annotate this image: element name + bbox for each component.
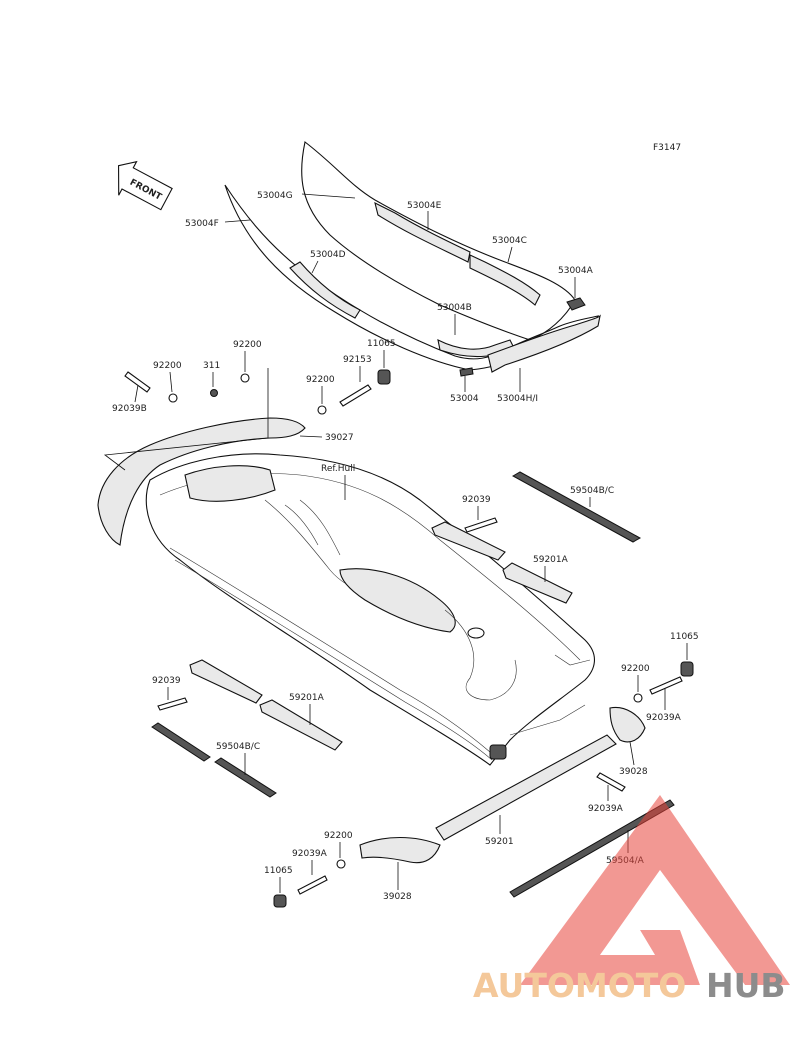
skid-59201A-a2 [502, 562, 573, 604]
seat-mat-53004E [374, 201, 471, 263]
nut-311 [210, 389, 218, 397]
washer-92200-b [317, 405, 327, 415]
hull [145, 453, 595, 766]
seat-mat-group [224, 141, 601, 377]
label-53004B: 53004B [437, 303, 472, 313]
label-92200-a: 92200 [233, 340, 262, 350]
strip-59504A [509, 799, 675, 898]
label-59504BC-a: 59504B/C [570, 486, 614, 496]
stud-92039A-c [297, 875, 328, 895]
label-92039B: 92039B [112, 404, 147, 414]
strip-59504BC-b2 [214, 757, 277, 798]
cap-11065-a [377, 369, 391, 385]
washer-92200-e [336, 859, 346, 869]
stud-92039-a [464, 517, 498, 533]
label-92153: 92153 [343, 355, 372, 365]
stud-92039A-b [596, 772, 626, 792]
label-ref-hull: Ref.Hull [321, 464, 355, 474]
watermark-text-2: HUB [706, 966, 786, 1005]
label-53004E: 53004E [407, 201, 442, 211]
label-59201A-a: 59201A [533, 555, 569, 565]
label-59504BC-b: 59504B/C [216, 742, 260, 752]
label-39028-b: 39028 [383, 892, 412, 902]
label-92039A-b: 92039A [588, 804, 624, 814]
front-arrow-icon: FRONT [118, 160, 173, 211]
cap-11065-c [273, 894, 287, 908]
stud-92039-b [157, 697, 188, 711]
label-92200-c: 92200 [153, 361, 182, 371]
label-53004C: 53004C [492, 236, 527, 246]
label-39027: 39027 [325, 433, 354, 443]
skid-59201A-b1 [189, 659, 263, 704]
label-53004A: 53004A [558, 266, 594, 276]
seat-mat-53004A [566, 297, 586, 311]
stud-92039A-a [649, 676, 683, 695]
label-53004D: 53004D [310, 250, 346, 260]
seat-mat-53004C [469, 254, 541, 306]
label-92039A-a: 92039A [646, 713, 682, 723]
bolt-92153 [339, 384, 372, 407]
watermark-text-1: AUTOMOTO [473, 966, 686, 1005]
seat-mat-53004D [289, 261, 361, 319]
skid-59201A-a1 [431, 521, 506, 561]
stud-92039B [124, 371, 151, 393]
label-11065-a: 11065 [367, 339, 396, 349]
washer-92200-d [633, 693, 643, 703]
label-311: 311 [203, 361, 220, 371]
label-11065-b: 11065 [670, 632, 699, 642]
label-92039A-c: 92039A [292, 849, 328, 859]
strip-59504BC-b1 [151, 722, 211, 762]
label-11065-c: 11065 [264, 866, 293, 876]
seat-mat-53004F [224, 184, 600, 371]
washer-92200-a [240, 373, 250, 383]
label-53004F: 53004F [185, 219, 219, 229]
skid-59201A-b2 [259, 699, 343, 751]
seat-mat-53004HI [487, 314, 601, 373]
skid-59201 [435, 734, 617, 841]
label-53004G: 53004G [257, 191, 293, 201]
washer-92200-c [168, 393, 178, 403]
label-39028-a: 39028 [619, 767, 648, 777]
strip-59504BC-a [511, 471, 642, 543]
label-59201A-b: 59201A [289, 693, 325, 703]
label-53004: 53004 [450, 394, 479, 404]
label-92200-e: 92200 [324, 831, 353, 841]
seat-mat-53004 [459, 367, 474, 377]
label-92039-b: 92039 [152, 676, 181, 686]
figure-code: F3147 [653, 143, 681, 153]
cap-11065-b [680, 661, 694, 677]
bumper-39028-a [609, 706, 646, 743]
watermark-logo [520, 795, 790, 985]
bumper-39027 [97, 417, 306, 546]
bumper-39028-b [359, 836, 441, 864]
label-59201: 59201 [485, 837, 514, 847]
label-92039-a: 92039 [462, 495, 491, 505]
seat-mat-53004G [301, 141, 576, 341]
label-92200-b: 92200 [306, 375, 335, 385]
label-92200-d: 92200 [621, 664, 650, 674]
label-53004HI: 53004H/I [497, 394, 538, 404]
